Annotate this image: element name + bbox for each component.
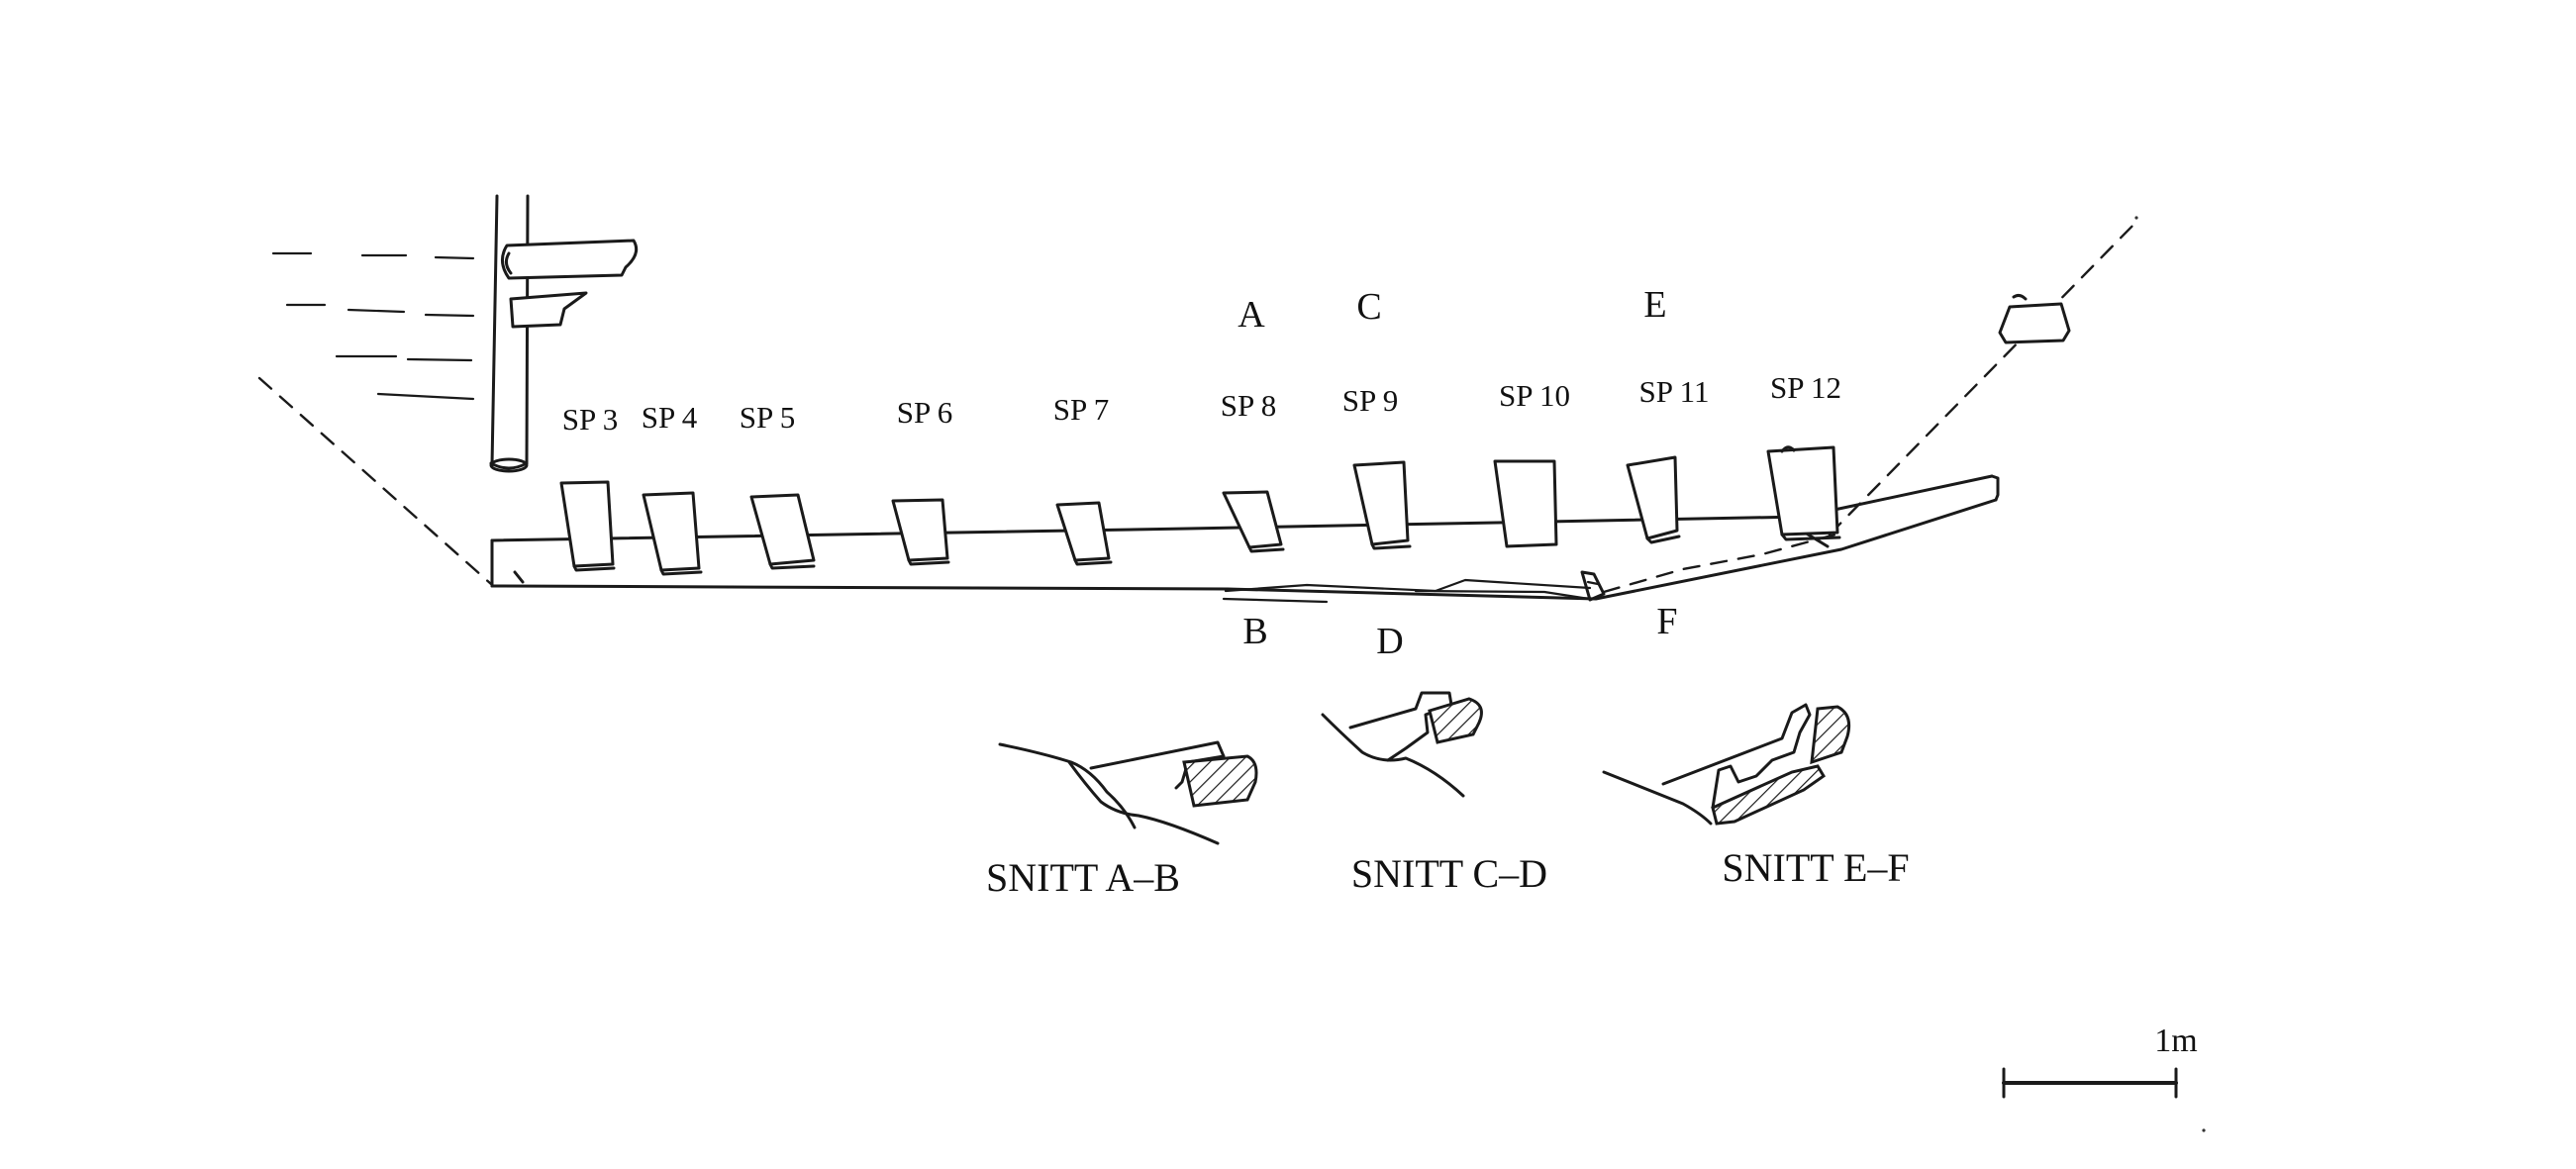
station-label: SP 9 <box>1342 383 1399 418</box>
floor-timber <box>1766 445 1841 541</box>
stern-post <box>489 194 530 473</box>
station-label: SP 5 <box>740 400 796 435</box>
floor-timber <box>559 480 616 572</box>
stern-strake-lines <box>271 251 475 401</box>
keel <box>490 474 2000 604</box>
station-label: SP 3 <box>562 402 619 437</box>
stern-frame-lower <box>509 291 588 329</box>
floor-timber <box>1493 459 1558 548</box>
section-e-f-profile <box>1602 703 1851 826</box>
floor-timber <box>891 498 950 566</box>
bow-fragment <box>1998 293 2071 344</box>
station-label: SP 6 <box>897 395 953 430</box>
section-letter-bottom: D <box>1376 621 1403 662</box>
stern-frame-upper <box>501 239 639 280</box>
bow-reconstruction-line <box>1828 218 2140 536</box>
scale-label: 1m <box>2154 1023 2197 1059</box>
station-label: SP 8 <box>1221 388 1277 423</box>
station-label: SP 10 <box>1499 378 1570 413</box>
station-label: SP 11 <box>1639 374 1710 409</box>
scale-bar <box>2002 1067 2178 1099</box>
station-label: SP 12 <box>1770 370 1841 405</box>
floor-timbers <box>559 445 1841 576</box>
floor-timber <box>1055 501 1113 566</box>
floor-timber <box>642 491 703 576</box>
station-label: SP 7 <box>1053 392 1110 427</box>
floor-timber <box>1626 455 1681 544</box>
scan-speck <box>2202 1128 2206 1132</box>
section-letter-top: A <box>1238 294 1265 336</box>
section-title: SNITT C–D <box>1351 851 1547 896</box>
scan-speck <box>2134 216 2138 220</box>
section-title: SNITT A–B <box>986 855 1180 900</box>
section-letters: A C E B D F <box>1238 284 1677 662</box>
station-label: SP 4 <box>642 400 698 435</box>
section-title: SNITT E–F <box>1722 845 1909 890</box>
section-a-b-profile <box>998 740 1258 845</box>
floor-timber <box>1352 460 1412 550</box>
section-letter-bottom: F <box>1656 601 1677 642</box>
section-letter-bottom: B <box>1242 611 1267 652</box>
section-c-d-profile <box>1321 691 1483 798</box>
section-letter-top: E <box>1643 284 1666 326</box>
floor-timber <box>749 493 816 570</box>
section-letter-top: C <box>1356 286 1381 328</box>
floor-timber <box>1222 490 1285 553</box>
stern-reconstruction-line <box>257 376 493 586</box>
station-labels: SP 3 SP 4 SP 5 SP 6 SP 7 SP 8 SP 9 SP 10… <box>562 370 1841 437</box>
